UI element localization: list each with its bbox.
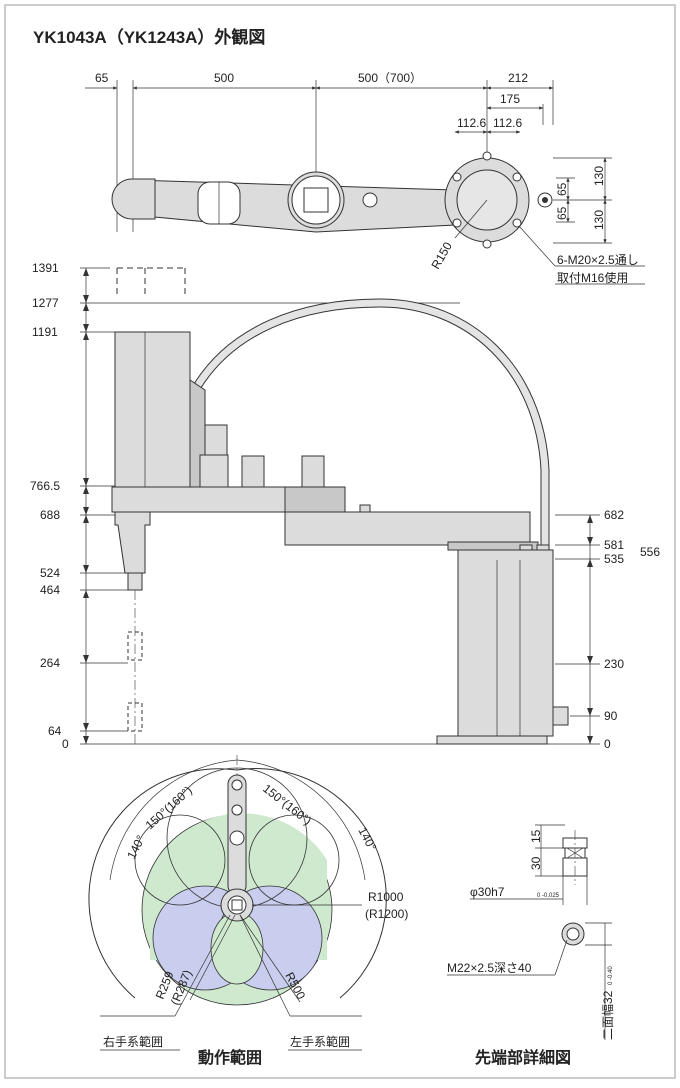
page-frame	[4, 4, 676, 1079]
dim-112-b: 112.6	[493, 116, 522, 130]
h-1391: 1391	[32, 261, 59, 275]
h-682: 682	[604, 508, 624, 522]
h-0-right: 0	[604, 737, 611, 751]
h-64: 64	[48, 724, 62, 738]
operating-range-view: 140° 150°(160°) 150°(160°) 140° R1000 (R…	[88, 755, 408, 1067]
right-hand-label: 右手系範囲	[103, 1034, 163, 1049]
h-90: 90	[604, 709, 618, 723]
r1200-label: (R1200)	[365, 907, 408, 921]
angle-140-left: 140°	[124, 833, 148, 862]
arm-2-side	[284, 511, 531, 546]
h-688: 688	[40, 508, 60, 522]
range-caption: 動作範囲	[198, 1048, 262, 1067]
dim-65-a: 65	[555, 182, 569, 196]
tip-detail-view: 15 30 φ30h7 0 -0.025 M22×2.5深さ40 二面幅32 0…	[447, 824, 615, 1067]
dim-212: 212	[508, 71, 528, 85]
h-1277: 1277	[32, 296, 59, 310]
tip-thread: M22×2.5深さ40	[447, 961, 532, 975]
dim-500-top-a: 500	[214, 71, 234, 85]
arm-hole	[362, 192, 378, 208]
tip-dim-15: 15	[529, 829, 543, 843]
top-view: 65 500 500（700） 212 175 112.6 112.6 R150	[85, 71, 645, 285]
side-view: 1391 1277 1191 766.5 688 524 464 264 64 …	[30, 261, 660, 751]
arm-end-cap	[111, 178, 156, 220]
h-264: 264	[40, 656, 60, 670]
dim-130-b: 130	[592, 210, 606, 230]
tip-phi: φ30h7	[470, 885, 505, 899]
h-556: 556	[640, 545, 660, 559]
tip-caption: 先端部詳細図	[475, 1048, 571, 1067]
dim-130-a: 130	[592, 166, 606, 186]
h-535: 535	[604, 552, 624, 566]
h-464: 464	[40, 583, 60, 597]
dim-65-b: 65	[555, 206, 569, 220]
h-766: 766.5	[30, 479, 60, 493]
dim-500-top-b: 500（700）	[358, 71, 422, 85]
tip-flat: 二面幅32	[600, 990, 615, 1040]
drawing-title: YK1043A（YK1243A）外観図	[33, 27, 265, 47]
angle-150-left: 150°(160°)	[143, 783, 195, 832]
h-581: 581	[604, 538, 624, 552]
spindle-column	[114, 331, 191, 513]
base-column	[457, 549, 554, 737]
r150-label: R150	[428, 239, 455, 271]
h-1191: 1191	[32, 325, 58, 339]
arm-1-side	[111, 486, 286, 513]
cable-duct	[191, 299, 549, 549]
dim-175: 175	[500, 92, 520, 106]
base-plate	[436, 735, 548, 745]
dim-65-top: 65	[95, 71, 109, 85]
tip-flat-tol: 0 -0.40	[608, 966, 614, 985]
left-hand-label: 左手系範囲	[290, 1034, 350, 1049]
bolt-note-1: 6-M20×2.5通し	[557, 253, 639, 267]
tip-dim-30: 30	[529, 856, 543, 870]
r1000-label: R1000	[368, 890, 404, 904]
spindle-shaft	[114, 511, 151, 574]
tip-phi-tol: 0 -0.025	[537, 893, 560, 899]
angle-140-right: 140°	[355, 825, 379, 854]
h-0-left: 0	[62, 737, 69, 751]
h-524: 524	[40, 566, 60, 580]
dim-112-a: 112.6	[457, 116, 486, 130]
bolt-note-2: 取付M16使用	[557, 270, 628, 285]
h-230: 230	[604, 657, 624, 671]
